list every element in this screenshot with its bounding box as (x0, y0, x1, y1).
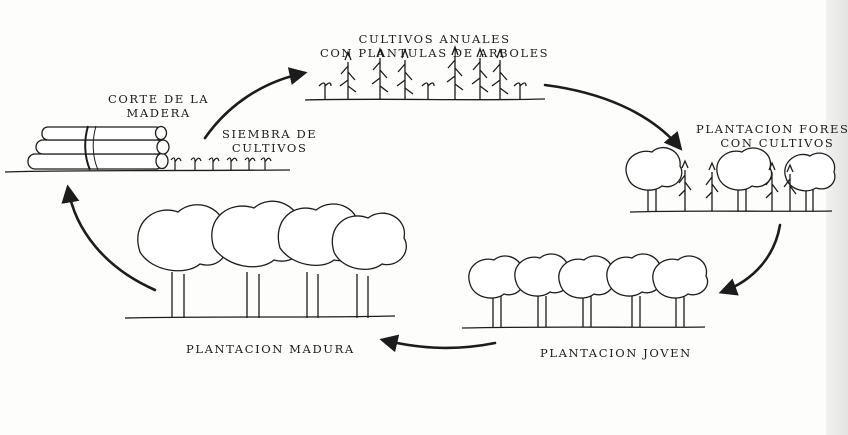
label-plantacion-joven: PLANTACION JOVEN (540, 346, 692, 360)
label-plantacion-forestal-line2: CON CULTIVOS (720, 136, 835, 150)
arrow-corte-to-cultivos (203, 67, 308, 140)
label-siembra-cultivos: SIEMBRA DE CULTIVOS (222, 127, 317, 155)
label-plantacion-forestal: PLANTACION FOREST CON CULTIVOS (696, 122, 848, 150)
label-cultivos-anuales: CULTIVOS ANUALES CON PLANTULAS DE ARBOLE… (320, 32, 549, 60)
arrow-forestal-to-joven (718, 223, 782, 296)
arrow-madura-to-corte (61, 184, 157, 292)
label-corte-madera: CORTE DE LA MADERA (108, 92, 209, 120)
label-corte-madera-line2: MADERA (126, 106, 191, 120)
label-cultivos-anuales-line2: CON PLANTULAS DE ARBOLES (320, 46, 550, 60)
forest-plantation-with-crops-illustration (625, 147, 836, 213)
label-plantacion-madura: PLANTACION MADURA (186, 342, 355, 356)
page-edge-shadow (826, 0, 848, 435)
label-cultivos-anuales-line1: CULTIVOS ANUALES (358, 32, 511, 46)
arrow-cultivos-to-forestal (543, 83, 683, 151)
mature-plantation-illustration (124, 200, 407, 319)
tree-seedlings (318, 82, 527, 100)
annual-crops-illustration (304, 45, 546, 101)
corn-plants (339, 45, 509, 100)
label-siembra-cultivos-line2: CULTIVOS (231, 141, 308, 155)
arrow-joven-to-madura (379, 334, 497, 353)
label-siembra-cultivos-line1: SIEMBRA DE (222, 127, 318, 141)
log-pile-illustration (4, 125, 291, 173)
label-corte-madera-line1: CORTE DE LA (108, 92, 210, 106)
label-plantacion-forestal-line1: PLANTACION FOREST (696, 122, 848, 136)
young-plantation-illustration (461, 253, 709, 329)
